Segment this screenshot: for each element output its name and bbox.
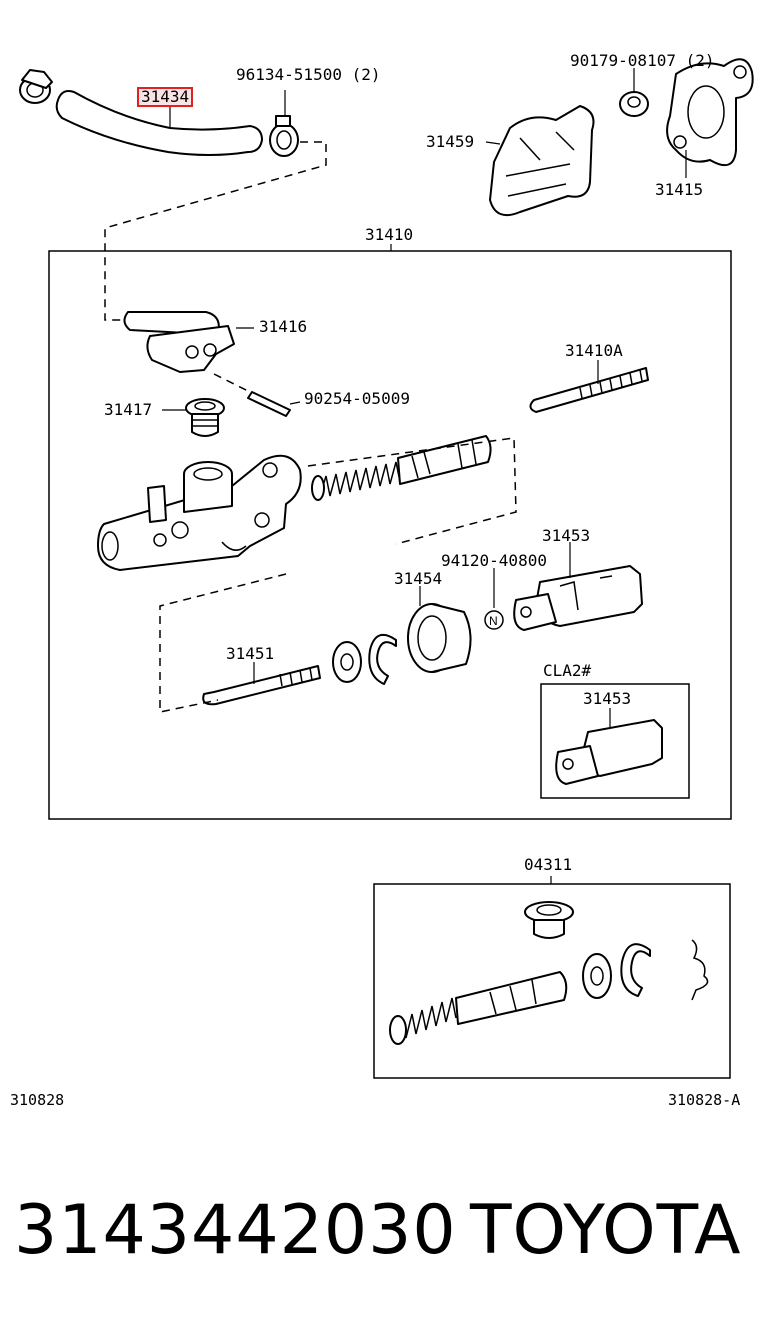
svg-text:N: N — [489, 614, 498, 628]
hose-clamp-left-icon — [19, 69, 53, 104]
spring-piston-icon — [311, 435, 492, 501]
part-number: 3143442030 — [14, 1191, 457, 1270]
label-cla2: CLA2# — [543, 661, 592, 680]
cla2-subframe — [540, 683, 690, 799]
label-31434[interactable]: 31434 — [137, 87, 194, 107]
kit-spring-piston-icon — [389, 971, 568, 1045]
switch-icon — [513, 565, 643, 631]
kit-clip-icon — [691, 939, 709, 1001]
inlet-fitting-icon — [123, 311, 235, 373]
diagram-ref-left: 310828 — [10, 1091, 65, 1109]
label-31415[interactable]: 31415 — [655, 180, 704, 199]
kit-snap-ring-icon — [620, 943, 651, 997]
stud-icon — [529, 367, 649, 413]
label-90179-08107[interactable]: 90179-08107 (2) — [570, 51, 715, 70]
master-cylinder-body-icon — [97, 454, 302, 571]
snap-ring-icon — [368, 633, 397, 685]
pin-icon — [247, 391, 291, 417]
label-31410[interactable]: 31410 — [365, 225, 414, 244]
n-marker-icon: N — [484, 610, 504, 630]
label-31451[interactable]: 31451 — [226, 644, 275, 663]
label-31454[interactable]: 31454 — [394, 569, 443, 588]
label-96134-51500[interactable]: 96134-51500 (2) — [236, 65, 381, 84]
label-31416[interactable]: 31416 — [259, 317, 308, 336]
label-31453[interactable]: 31453 — [542, 526, 591, 545]
label-90254-05009[interactable]: 90254-05009 — [304, 389, 410, 408]
label-31459[interactable]: 31459 — [426, 132, 475, 151]
hose-clamp-right-icon — [269, 115, 299, 157]
push-rod-icon — [202, 665, 321, 706]
bracket-icon — [489, 105, 595, 216]
label-31410A[interactable]: 31410A — [565, 341, 623, 360]
brand-name: TOYOTA — [470, 1191, 742, 1270]
label-04311[interactable]: 04311 — [524, 855, 573, 874]
label-31453-cla2[interactable]: 31453 — [583, 689, 632, 708]
kit-04311-frame — [373, 883, 731, 1079]
washer-icon — [332, 641, 362, 683]
diagram-ref-right: 310828-A — [668, 1091, 741, 1109]
assembly-31410-frame — [48, 250, 732, 820]
kit-washer-icon — [582, 953, 612, 999]
switch-cla2-icon — [555, 719, 663, 785]
kit-plug-icon — [524, 901, 574, 939]
reservoir-plug-icon — [185, 398, 225, 437]
nut-icon — [619, 91, 649, 117]
label-94120-40800[interactable]: 94120-40800 — [441, 551, 547, 570]
piston-cup-icon — [407, 603, 472, 673]
hose-icon — [55, 90, 263, 156]
label-31417[interactable]: 31417 — [104, 400, 153, 419]
gasket-icon — [666, 58, 754, 167]
